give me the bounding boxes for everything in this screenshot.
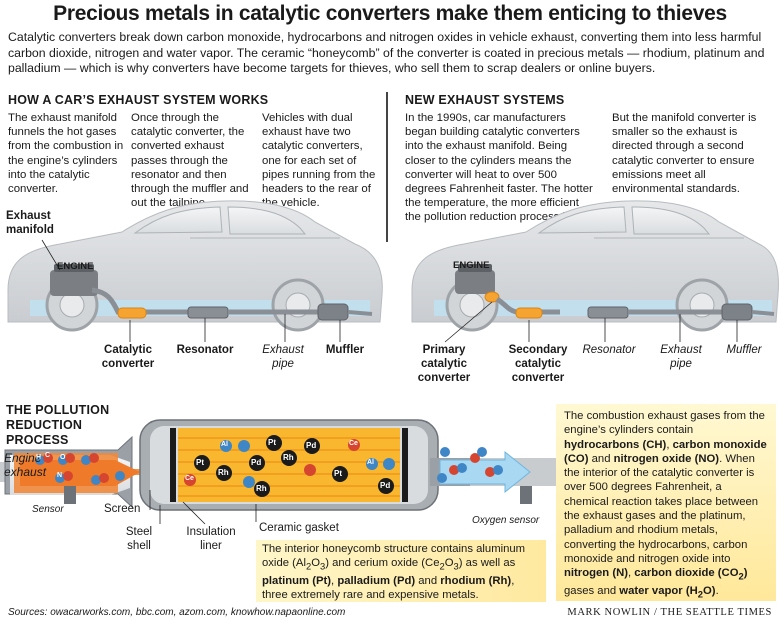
metal-pd-3: Pd — [380, 481, 391, 490]
note-right-b5b: ) — [743, 567, 748, 580]
note-left-s4: 3 — [453, 560, 459, 572]
note-left-s2: 3 — [319, 560, 326, 572]
metal-pt-1: Pt — [196, 458, 204, 467]
note-left-t1: The interior honeycomb structure contain… — [262, 543, 526, 570]
note-left-s1: 2 — [305, 560, 312, 572]
label-left-engine: ENGINE — [57, 261, 94, 272]
note-right-t4: . When the interior of the catalytic con… — [564, 452, 759, 565]
metal-pt-3: Pt — [334, 469, 342, 478]
left-column-3: Vehicles with dual exhaust have two cata… — [262, 112, 376, 210]
mol-n: N — [57, 472, 63, 479]
label-oxygen-sensor: Oxygen sensor — [472, 515, 540, 526]
metal-al-1: Al — [221, 441, 228, 448]
left-car — [7, 200, 383, 332]
right-car — [411, 200, 779, 332]
left-column-2: Once through the catalytic converter, th… — [131, 112, 249, 210]
metal-al-2: Al — [367, 459, 374, 466]
page-title: Precious metals in catalytic converters … — [53, 2, 727, 25]
note-left-b2: palladium (Pd) — [337, 574, 416, 587]
metal-rh-2: Rh — [283, 453, 294, 462]
label-sensor: Sensor — [32, 504, 64, 515]
label-engine-exhaust: Engine exhaust — [4, 451, 47, 479]
label-steel-shell: Steel shell — [125, 526, 153, 552]
label-right-engine: ENGINE — [453, 260, 490, 271]
note-right-b6b: O) — [703, 584, 716, 597]
label-insulation-liner: Insulation liner — [186, 526, 236, 552]
label-right-exhaust-pipe: Exhaust pipe — [660, 344, 702, 370]
right-section-heading: NEW EXHAUST SYSTEMS — [405, 93, 565, 107]
label-muffler: Muffler — [325, 344, 365, 356]
mol-o: O — [60, 454, 66, 461]
label-exhaust-manifold: Exhaust manifold — [6, 210, 54, 236]
label-exhaust-pipe: Exhaust pipe — [262, 344, 304, 370]
metal-ce-1: Ce — [185, 475, 194, 482]
note-right-t7: . — [715, 584, 719, 597]
right-column-1: In the 1990s, car manufacturers began bu… — [405, 112, 593, 224]
label-catalytic-converter: Catalytic converter — [101, 344, 155, 370]
note-right-t5: , — [628, 567, 635, 580]
label-secondary-converter: Secondary catalytic converter — [508, 344, 568, 384]
right-column-2: But the manifold converter is smaller so… — [612, 112, 757, 196]
metal-atoms — [184, 435, 395, 497]
note-left-t5: ) as well as — [458, 557, 516, 570]
note-right-b3: nitrogen oxide (NO) — [613, 452, 720, 465]
label-ceramic-gasket: Ceramic gasket — [259, 522, 339, 534]
note-left-t6: , — [331, 574, 338, 587]
note-right-t3: and — [588, 452, 614, 465]
metal-pt-2: Pt — [268, 438, 276, 447]
sources-line: Sources: owacarworks.com, bbc.com, azom.… — [8, 607, 346, 618]
note-right-b5a: carbon dioxide (CO — [634, 567, 739, 580]
note-right-b1: hydrocarbons (CH) — [564, 438, 667, 451]
mol-c: C — [45, 452, 51, 459]
car-leader-lines — [41, 239, 738, 343]
credit-line: MARK NOWLIN / THE SEATTLE TIMES — [567, 607, 772, 618]
note-left-b3: rhodium (Rh) — [440, 574, 512, 587]
process-heading: THE POLLUTION REDUCTION PROCESS — [6, 403, 110, 447]
note-right-b6a: water vapor (H — [619, 584, 698, 597]
note-right-t6: gases and — [564, 584, 620, 597]
note-left-t8: , three extremely rare and expensive met… — [262, 574, 515, 601]
metal-rh-1: Rh — [218, 468, 229, 477]
note-right-b5s: 2 — [738, 570, 744, 582]
chemical-reaction-note: The combustion exhaust gases from the en… — [556, 404, 776, 601]
note-left-t4: O — [444, 557, 454, 570]
note-left-s3: 2 — [439, 560, 445, 572]
note-left-t3: ) and cerium oxide (Ce — [325, 557, 440, 570]
note-right-t2: , — [666, 438, 673, 451]
left-column-1: The exhaust manifold funnels the hot gas… — [8, 112, 124, 196]
label-right-resonator: Resonator — [582, 344, 636, 356]
mol-h: H — [36, 454, 42, 461]
note-left-t7: and — [415, 574, 441, 587]
note-right-b6s: 2 — [697, 588, 703, 600]
section-divider — [386, 92, 388, 242]
note-left-t2: O — [311, 557, 320, 570]
molecules-layer — [35, 447, 503, 485]
intro-paragraph: Catalytic converters break down carbon m… — [8, 30, 765, 75]
note-left-b1: platinum (Pt) — [262, 574, 332, 587]
note-right-b2: carbon monoxide (CO) — [564, 438, 767, 465]
metal-pd-2: Pd — [306, 441, 317, 450]
left-section-heading: HOW A CAR’S EXHAUST SYSTEM WORKS — [8, 93, 269, 107]
label-resonator: Resonator — [176, 344, 234, 356]
label-primary-converter: Primary catalytic converter — [417, 344, 471, 384]
metal-ce-2: Ce — [349, 440, 358, 447]
honeycomb-note: The interior honeycomb structure contain… — [256, 540, 546, 602]
label-right-muffler: Muffler — [726, 344, 762, 356]
label-screen: Screen — [104, 503, 141, 515]
note-right-b4: nitrogen (N) — [564, 567, 629, 580]
metal-rh-3: Rh — [256, 484, 267, 493]
note-right-t1: The combustion exhaust gases from the en… — [564, 410, 765, 437]
metal-pd-1: Pd — [251, 458, 262, 467]
